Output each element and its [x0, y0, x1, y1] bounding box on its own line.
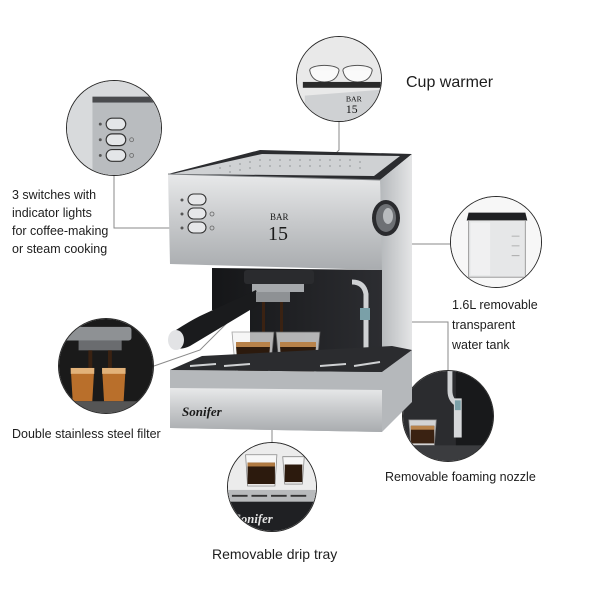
steam-wand — [351, 279, 370, 366]
filter-label: Double stainless steel filter — [12, 427, 161, 441]
switch-steam[interactable] — [187, 221, 207, 234]
bar-label: BAR — [270, 212, 289, 222]
cup-warmer-label: Cup warmer — [406, 74, 494, 91]
cup-warmer-detail: BAR 15 — [297, 37, 381, 121]
foaming-label: Removable foaming nozzle — [385, 470, 536, 484]
drip-tray-detail: Sonifer — [228, 443, 316, 531]
foaming-callout — [402, 370, 494, 462]
drip-tray-callout: Sonifer — [227, 442, 317, 532]
cup-warmer-callout: BAR 15 — [296, 36, 382, 122]
filter-detail — [59, 319, 153, 413]
portafilter-handle[interactable] — [168, 290, 290, 350]
drip-tray-label: Removable drip tray — [212, 546, 338, 562]
brand-logo-text: Sonifer — [182, 404, 223, 419]
switches-label-line-3: for coffee-making — [12, 224, 109, 238]
cup-icon — [209, 211, 215, 217]
drip-tray-brand-text: Sonifer — [234, 512, 274, 526]
steam-knob[interactable] — [372, 200, 400, 236]
espresso-machine: BAR 15 — [167, 150, 412, 432]
water-tank-label-line-1: 1.6L removable transparent — [452, 298, 538, 332]
switch-coffee[interactable] — [187, 207, 207, 220]
machine-side-panel — [380, 154, 412, 370]
switch-power[interactable] — [187, 193, 207, 206]
cup-warmer-bar-text: BAR — [346, 94, 363, 103]
water-tank-detail — [451, 197, 541, 287]
bar-value: 15 — [268, 223, 288, 245]
switches-detail — [67, 81, 161, 175]
top-perforation — [219, 159, 361, 173]
machine-front-head — [168, 174, 382, 270]
group-head — [244, 270, 314, 284]
switches-label-line-2: indicator lights — [12, 206, 92, 220]
switches-label-line-1: 3 switches with — [12, 188, 97, 202]
water-tank-callout — [450, 196, 542, 288]
foaming-detail — [403, 371, 493, 461]
switches-label-line-4: or steam cooking — [12, 242, 108, 256]
drip-tray-grille — [189, 361, 381, 367]
switches-label: 3 switches with indicator lights for cof… — [12, 186, 142, 258]
switches-callout — [66, 80, 162, 176]
water-tank-label: 1.6L removable transparent water tank — [452, 295, 592, 355]
filter-callout — [58, 318, 154, 414]
steam-icon — [209, 225, 215, 231]
cup-warmer-bar-number: 15 — [346, 103, 358, 116]
water-tank-label-line-2: water tank — [452, 338, 510, 352]
control-switches — [180, 193, 215, 234]
